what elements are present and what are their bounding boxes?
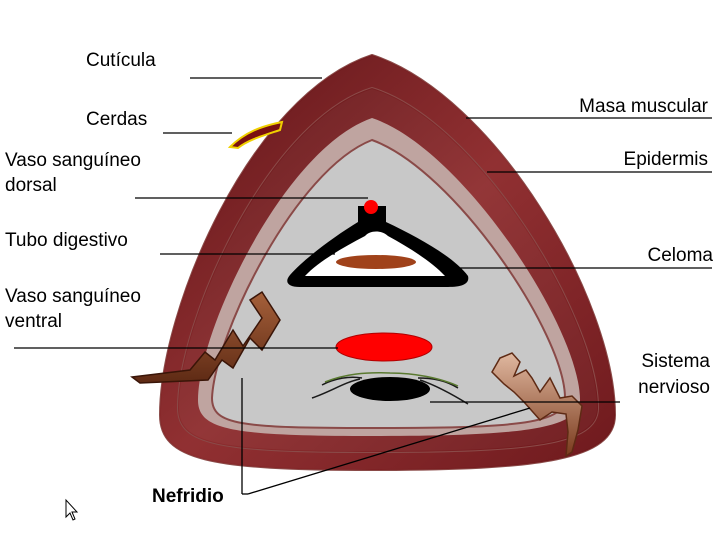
label-vaso-ventral-line1: Vaso sanguíneo: [5, 286, 141, 307]
gut-lumen: [336, 255, 416, 269]
dorsal-blood-vessel: [364, 200, 378, 214]
label-vaso-dorsal-line2: dorsal: [5, 175, 57, 196]
label-vaso-dorsal-line1: Vaso sanguíneo: [5, 150, 141, 171]
muscle-layer-outer: [160, 55, 615, 470]
label-sistema-line1: Sistema: [641, 351, 710, 372]
label-tubo-digestivo: Tubo digestivo: [5, 230, 128, 251]
label-cuticula: Cutícula: [86, 50, 156, 71]
label-nefridio: Nefridio: [152, 486, 224, 507]
nephridium-left: [130, 290, 281, 384]
ventral-blood-vessel: [335, 332, 433, 362]
label-sistema-line2: nervioso: [638, 377, 710, 398]
leader-lines: [14, 77, 712, 495]
nerve-fibers-green: [324, 372, 459, 387]
label-cerdas: Cerdas: [86, 109, 148, 130]
label-vaso-ventral-line2: ventral: [5, 311, 63, 332]
label-epidermis: Epidermis: [623, 149, 708, 170]
nephridium-right: [491, 352, 583, 458]
nerve-cord: [350, 377, 430, 401]
nerve-branches: [311, 376, 469, 405]
mouse-cursor-icon: [65, 498, 79, 521]
label-celoma: Celoma: [647, 245, 713, 266]
seta-bristle: [227, 120, 284, 150]
muscle-layer-inner: [178, 88, 598, 452]
label-masa-muscular: Masa muscular: [579, 96, 708, 117]
